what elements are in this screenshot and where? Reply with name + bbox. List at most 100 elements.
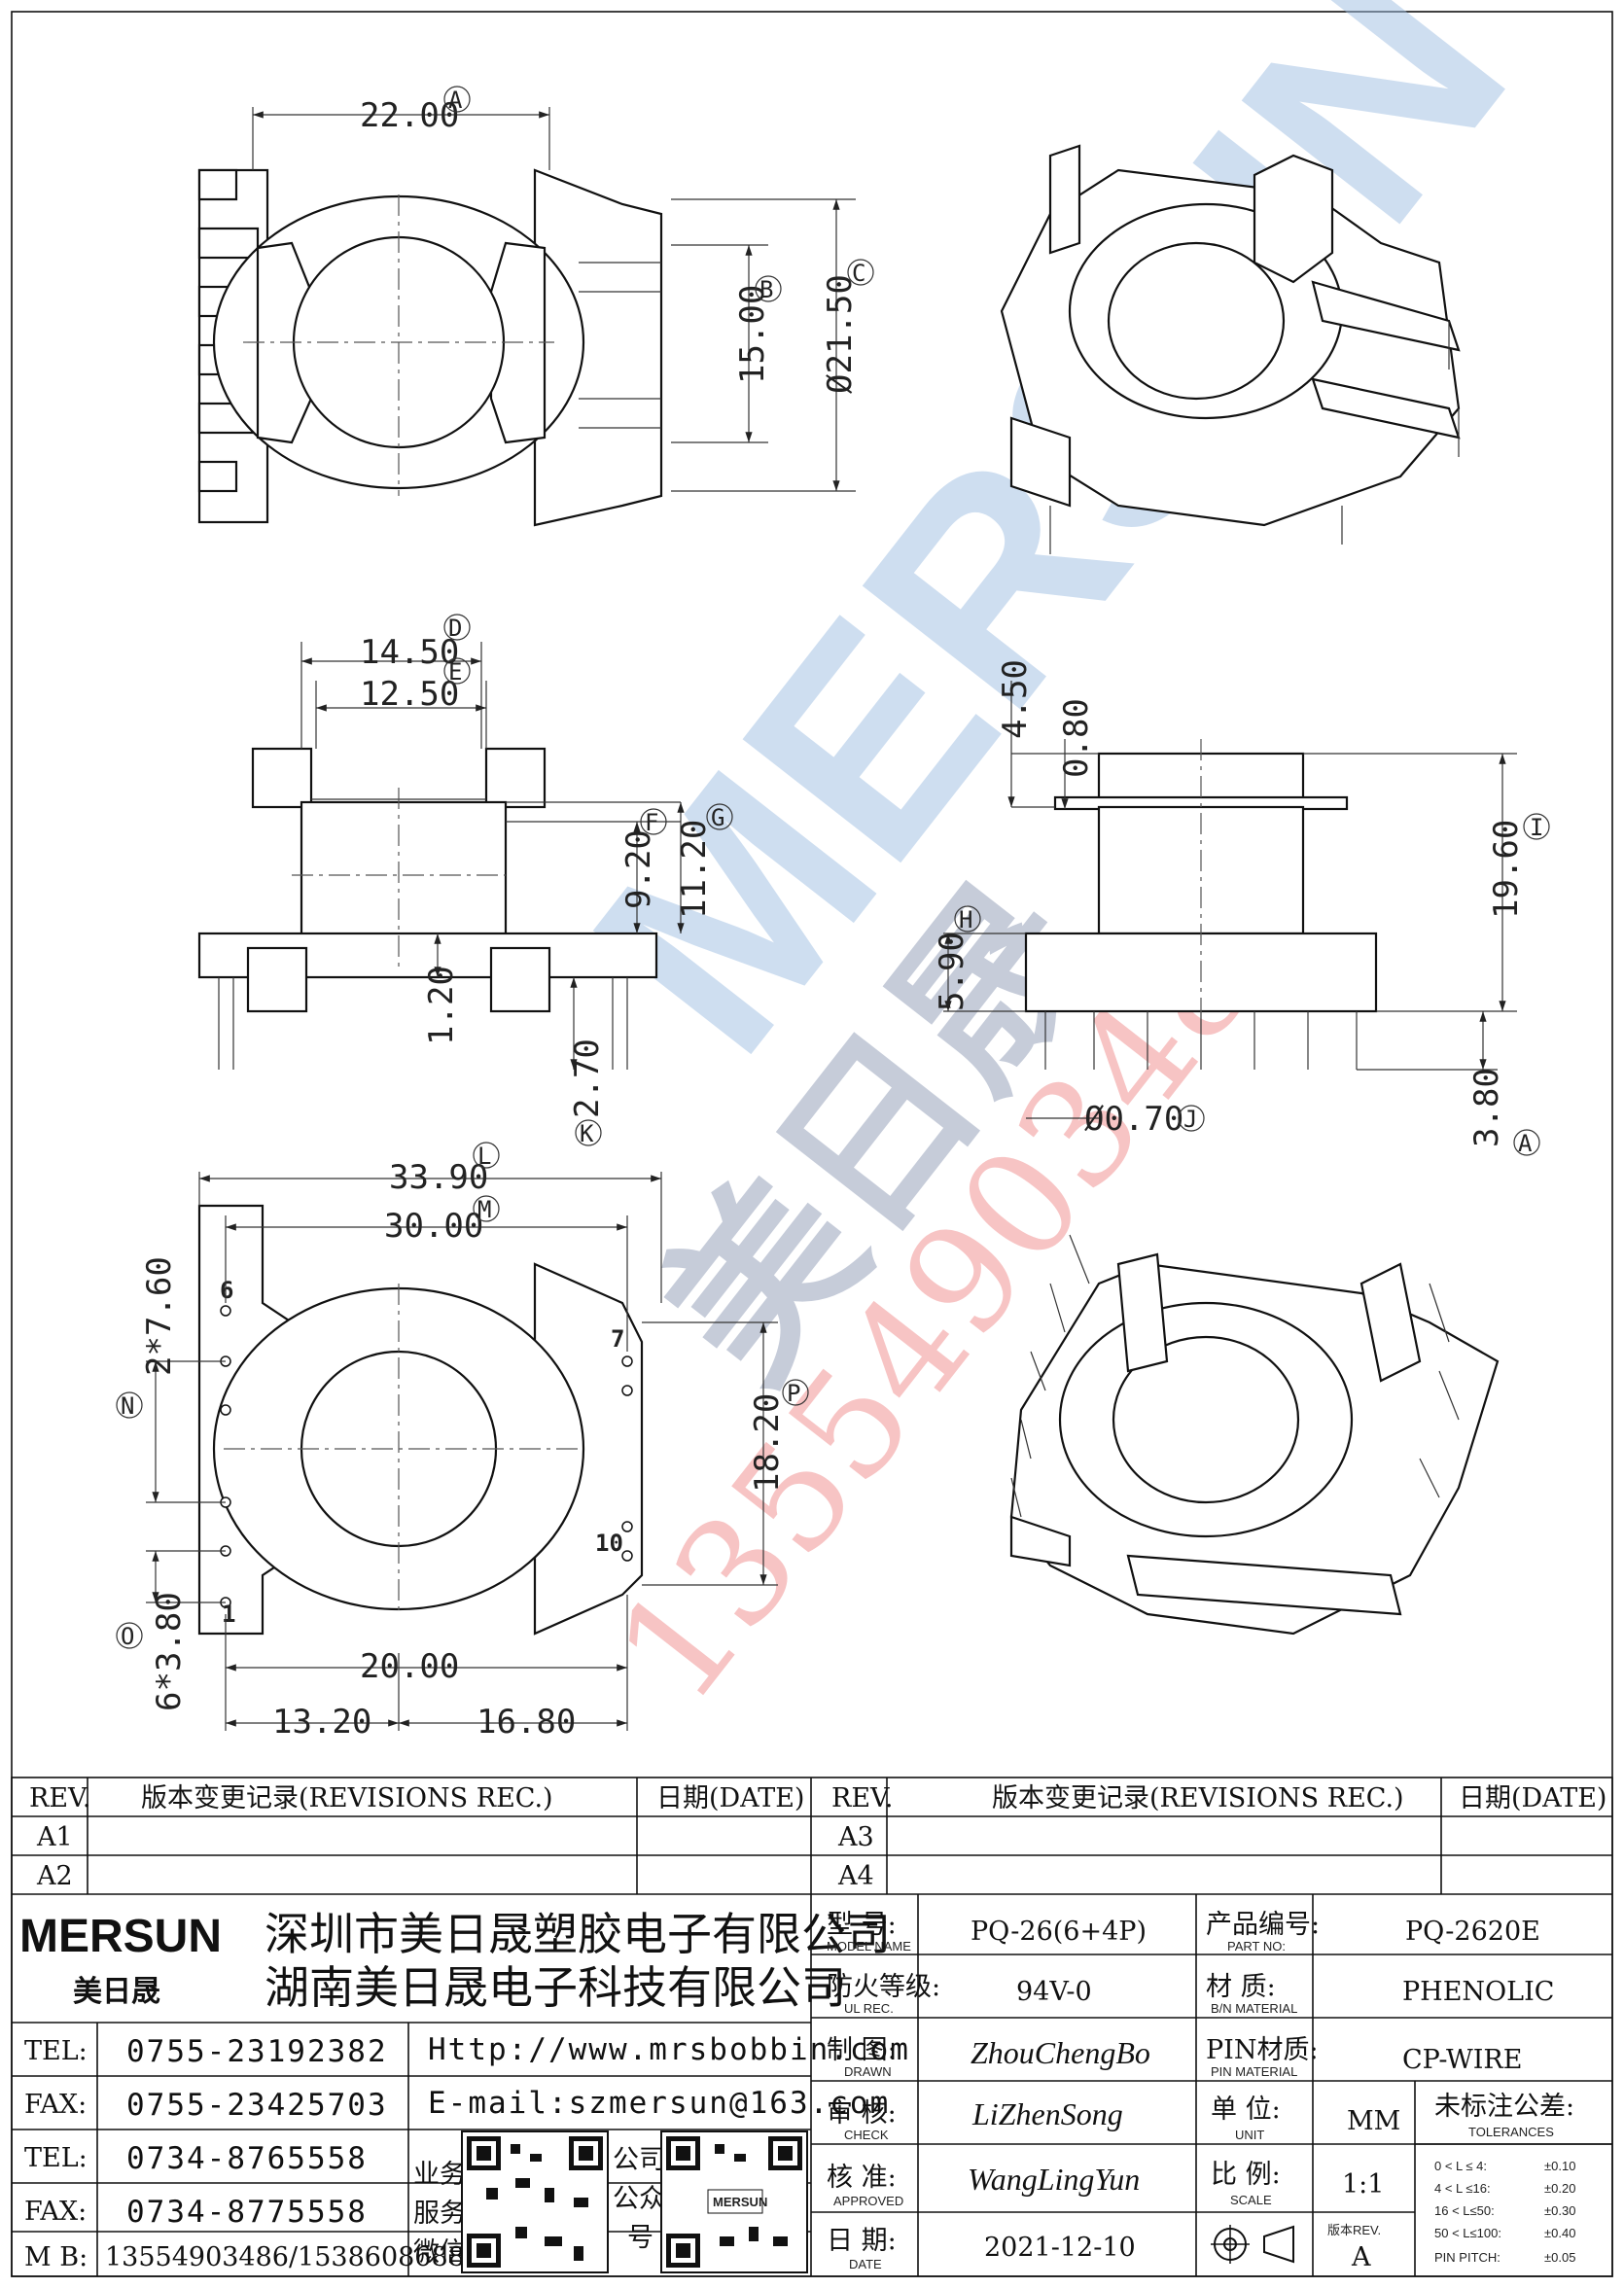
dim-bottom-height: 18.20 (748, 1393, 787, 1493)
email: E-mail:szmersun@163.com (428, 2086, 890, 2121)
company-logo: MERSUN (19, 1911, 222, 1962)
model-value: PQ-26(6+4P) (971, 1917, 1147, 1947)
ref-N: N (121, 1392, 134, 1420)
drawn-label-en: DRAWN (844, 2064, 892, 2079)
dim-side-base: 1.20 (422, 966, 461, 1045)
ref-F: F (645, 809, 658, 836)
tol-val-4: ±0.05 (1544, 2250, 1575, 2265)
dim-pin-dia: Ø0.70 (1084, 1100, 1183, 1139)
version-label: 版本REV. (1327, 2223, 1381, 2237)
unit-label-en: UNIT (1235, 2128, 1264, 2142)
approved-value: WangLingYun (968, 2162, 1140, 2197)
qr2-label-2: 公众 (613, 2184, 665, 2214)
dim-pitch-left: 2*7.60 (140, 1256, 179, 1376)
approved-label-en: APPROVED (833, 2194, 903, 2208)
qr1-label-2: 服务 (413, 2199, 466, 2229)
tel1-label: TEL: (24, 2036, 88, 2066)
mb-value: 13554903486/15386086888 (105, 2242, 481, 2272)
tel2-label: TEL: (24, 2143, 88, 2173)
dim-right-offset: 16.80 (477, 1703, 576, 1742)
check-value: LiZhenSong (971, 2096, 1123, 2131)
dim-top-width: 22.00 (360, 96, 459, 135)
ref-B: B (759, 276, 773, 303)
pin-num-6: 6 (220, 1277, 233, 1304)
date-col-right: 日期(DATE) (1459, 1783, 1606, 1813)
date-value: 2021-12-10 (984, 2233, 1136, 2263)
dim-side-pin: 2.70 (568, 1038, 607, 1118)
tol-range-4: PIN PITCH: (1434, 2250, 1500, 2265)
ref-J: J (1183, 1106, 1197, 1133)
rev-row-a3: A3 (837, 1822, 874, 1852)
top-view: 22.00 A 15.00 B Ø21.50 C (197, 86, 874, 527)
tol-val-1: ±0.20 (1544, 2181, 1575, 2196)
pin-num-7: 7 (611, 1325, 624, 1353)
ref-A: A (448, 87, 463, 114)
date-label: 日 期: (827, 2226, 897, 2256)
pin-num-10: 10 (595, 1530, 623, 1557)
version-value: A (1351, 2242, 1371, 2272)
material-label-en: B/N MATERIAL (1211, 2001, 1297, 2016)
fax1-value: 0755-23425703 (126, 2088, 388, 2123)
scale-value: 1:1 (1342, 2169, 1384, 2200)
partno-label-en: PART NO: (1227, 1939, 1286, 1954)
unit-label: 单 位: (1211, 2094, 1281, 2125)
ref-D: D (448, 615, 462, 642)
approved-label: 核 准: (827, 2163, 897, 2193)
date-label-en: DATE (849, 2257, 882, 2271)
side-view: 14.50 D 12.50 E 9.20 F 11.20 G 1.20 2.70… (197, 614, 733, 1147)
rec-col-right: 版本变更记录(REVISIONS REC.) (992, 1783, 1404, 1813)
ref-O: O (121, 1623, 134, 1650)
qr1-label-3: 微信 (413, 2237, 466, 2268)
ref-I: I (1530, 814, 1543, 841)
tol-range-0: 0 < L ≤ 4: (1434, 2159, 1487, 2173)
dim-front-base: 5.90 (933, 932, 971, 1011)
ul-label-en: UL REC. (844, 2001, 894, 2016)
rev-row-a1: A1 (36, 1822, 73, 1852)
mb-label: M B: (24, 2242, 88, 2272)
rev-col-left: REV. (29, 1783, 90, 1813)
qr2-label-1: 公司 (613, 2145, 665, 2175)
dim-top-dia: Ø21.50 (821, 274, 860, 394)
tel1-value: 0755-23192382 (126, 2034, 388, 2069)
material-value: PHENOLIC (1402, 1977, 1554, 2007)
website: Http://www.mrsbobbin.com (428, 2032, 910, 2067)
tol-val-3: ±0.40 (1544, 2226, 1575, 2240)
model-label-en: MODEL NAME (827, 1939, 911, 1954)
rev-row-a2: A2 (36, 1861, 73, 1891)
tolerance-label-en: TOLERANCES (1468, 2125, 1554, 2139)
company-name-2: 湖南美日晟电子科技有限公司 (265, 1961, 846, 2014)
ref-G: G (711, 804, 724, 831)
date-col-left: 日期(DATE) (656, 1783, 804, 1813)
iso-view-top (1000, 144, 1461, 554)
tolerance-label: 未标注公差: (1434, 2092, 1574, 2122)
ref-E: E (448, 658, 462, 686)
fax2-label: FAX: (24, 2197, 87, 2227)
tel2-value: 0734-8765558 (126, 2141, 368, 2176)
company-name-1: 深圳市美日晟塑胶电子有限公司 (265, 1908, 891, 1960)
pin-num-1: 1 (222, 1601, 235, 1628)
company-logo-cn: 美日晟 (73, 1975, 160, 2009)
check-label: 审 核: (827, 2098, 897, 2129)
ref-H: H (959, 906, 972, 933)
scale-label: 比 例: (1211, 2160, 1281, 2190)
dim-front-lip: 0.80 (1057, 698, 1096, 778)
material-label: 材 质: (1206, 1972, 1276, 2002)
dim-side-h2: 11.20 (675, 820, 714, 919)
dim-pin-len: 3.80 (1467, 1068, 1506, 1147)
fax2-value: 0734-8775558 (126, 2195, 368, 2230)
partno-value: PQ-2620E (1405, 1917, 1540, 1947)
ul-label: 防火等级: (827, 1972, 940, 2002)
drawn-value: ZhouChengBo (971, 2035, 1150, 2070)
dim-side-outer: 14.50 (360, 633, 459, 672)
rev-row-a4: A4 (837, 1861, 874, 1891)
title-block: REV. 版本变更记录(REVISIONS REC.) 日期(DATE) A1 … (11, 1777, 1613, 2277)
tol-val-0: ±0.10 (1544, 2159, 1575, 2173)
dim-bottom-inner: 30.00 (384, 1207, 483, 1246)
tol-val-2: ±0.30 (1544, 2203, 1575, 2218)
pinmat-value: CP-WIRE (1402, 2045, 1522, 2075)
ref-M: M (477, 1196, 491, 1223)
dim-side-h1: 9.20 (619, 829, 658, 909)
projection-symbol-icon (1211, 2225, 1294, 2264)
ul-value: 94V-0 (1016, 1977, 1092, 2007)
rev-col-right: REV. (831, 1783, 893, 1813)
